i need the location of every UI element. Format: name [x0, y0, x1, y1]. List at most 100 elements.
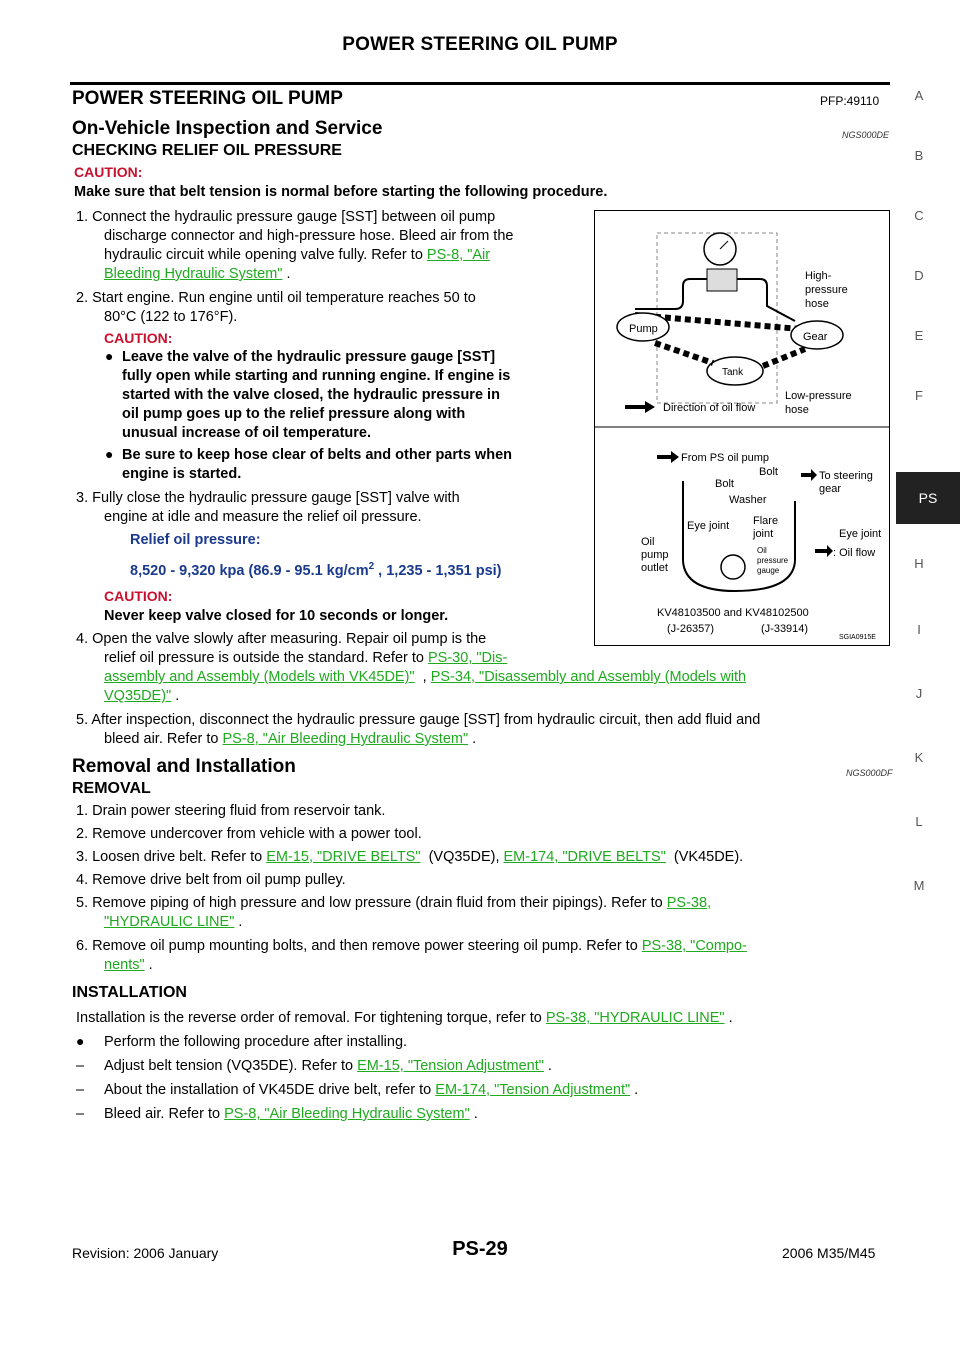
side-index-m[interactable]: M	[913, 878, 925, 893]
eye-joint-right-label: Eye joint	[839, 528, 881, 540]
installation-d3-link[interactable]: PS-8, "Air Bleeding Hydraulic System"	[224, 1106, 470, 1122]
installation-d1: Adjust belt tension (VQ35DE). Refer to E…	[104, 1058, 552, 1074]
direction-label: Direction of oil flow	[663, 402, 755, 414]
low-pressure-label-1: Low-pressure	[785, 390, 852, 402]
step1-line4: Bleeding Hydraulic System" .	[104, 266, 291, 282]
step4-line4: VQ35DE)" .	[104, 688, 180, 704]
removal-step2: 2. Remove undercover from vehicle with a…	[76, 826, 422, 842]
j1-label: (J-26357)	[667, 623, 714, 635]
arrow-icon	[625, 401, 655, 413]
installation-subtitle: INSTALLATION	[72, 984, 187, 1001]
tank-label: Tank	[722, 367, 744, 378]
j2-label: (J-33914)	[761, 623, 808, 635]
step4-line1: 4. Open the valve slowly after measuring…	[76, 631, 487, 647]
side-index-h[interactable]: H	[914, 556, 924, 571]
pump-shape	[616, 312, 670, 342]
flare-label-1: Flare	[753, 515, 778, 527]
installation-intro-link[interactable]: PS-38, "HYDRAULIC LINE"	[545, 1010, 725, 1026]
removal-step5: 5. Remove piping of high pressure and lo…	[76, 895, 712, 911]
removal-step3-link1[interactable]: EM-15, "DRIVE BELTS"	[266, 849, 421, 865]
dash-mark: –	[76, 1106, 85, 1122]
relief-label: Relief oil pressure:	[130, 532, 261, 548]
figure-box: Pump Gear Tank High- pressure hose Low-p…	[594, 210, 890, 646]
gauge-label-3: gauge	[757, 566, 780, 575]
side-index-e[interactable]: E	[914, 328, 924, 343]
side-index-ps-active[interactable]: PS	[896, 472, 960, 524]
caution2-b1-l5: unusual increase of oil temperature.	[122, 425, 371, 441]
step1-link[interactable]: PS-8, "Air	[426, 247, 491, 263]
oil-flow-label: : Oil flow	[833, 547, 875, 559]
side-index-b[interactable]: B	[914, 148, 924, 163]
removal-step6-link-cont[interactable]: nents"	[104, 957, 145, 973]
side-index-f[interactable]: F	[915, 388, 923, 403]
footer-revision: Revision: 2006 January	[72, 1245, 219, 1261]
removal-step3: 3. Loosen drive belt. Refer to EM-15, "D…	[76, 849, 744, 865]
removal-title: Removal and Installation	[72, 756, 296, 777]
removal-step5-link[interactable]: PS-38,	[666, 895, 712, 911]
step5-line2: bleed air. Refer to PS-8, "Air Bleeding …	[104, 731, 477, 747]
relief-value: 8,520 - 9,320 kpa (86.9 - 95.1 kg/cm2 , …	[130, 561, 502, 579]
step3-line2: engine at idle and measure the relief oi…	[104, 509, 422, 525]
step1-line3: hydraulic circuit while opening valve fu…	[104, 247, 491, 263]
caution2-label: CAUTION:	[104, 330, 173, 346]
side-index-i[interactable]: I	[917, 622, 921, 637]
to-steering-label-1: To steering	[819, 470, 873, 482]
inspection-subtitle: CHECKING RELIEF OIL PRESSURE	[72, 142, 342, 159]
removal-step6-cont: nents" .	[104, 957, 153, 973]
step4-link2-cont[interactable]: VQ35DE)"	[104, 688, 172, 704]
low-pressure-label-2: hose	[785, 404, 809, 416]
step4-link1[interactable]: PS-30, "Dis-	[428, 650, 508, 666]
removal-subtitle: REMOVAL	[72, 780, 151, 797]
caution2-b1-l4: oil pump goes up to the relief pressure …	[122, 406, 466, 422]
caution2-b1-l1: Leave the valve of the hydraulic pressur…	[122, 349, 496, 365]
arrow-icon	[657, 451, 679, 463]
step5-link[interactable]: PS-8, "Air Bleeding Hydraulic System"	[222, 731, 469, 747]
side-index-l[interactable]: L	[915, 814, 923, 829]
page-header-title: POWER STEERING OIL PUMP	[342, 34, 618, 55]
gear-label: Gear	[803, 331, 828, 343]
removal-step6-link[interactable]: PS-38, "Compo-	[641, 938, 747, 954]
tank-shape	[706, 356, 764, 386]
step1-line1: 1. Connect the hydraulic pressure gauge …	[76, 209, 496, 225]
figure-code: SGIA0915E	[839, 634, 876, 641]
installation-d2: About the installation of VK45DE drive b…	[104, 1082, 639, 1098]
arrow-icon	[801, 469, 817, 481]
caution3-label: CAUTION:	[104, 588, 173, 604]
side-index-d[interactable]: D	[914, 268, 924, 283]
to-steering-label-2: gear	[819, 483, 841, 495]
eye-joint-left-label: Eye joint	[687, 520, 729, 532]
footer-model: 2006 M35/M45	[782, 1245, 876, 1261]
section-code: PFP:49110	[820, 94, 880, 108]
pump-label: Pump	[629, 323, 658, 335]
side-index-c[interactable]: C	[914, 208, 924, 223]
dash-mark: –	[76, 1058, 85, 1074]
caution2-b2-l1: Be sure to keep hose clear of belts and …	[122, 447, 512, 463]
side-index-j[interactable]: J	[915, 686, 923, 701]
step4-link2[interactable]: PS-34, "Disassembly and Assembly (Models…	[430, 669, 747, 685]
installation-bullet: Perform the following procedure after in…	[104, 1034, 408, 1050]
installation-d3: Bleed air. Refer to PS-8, "Air Bleeding …	[104, 1106, 478, 1122]
from-pump-label: From PS oil pump	[681, 452, 769, 464]
step2-line2: 80°C (122 to 176°F).	[104, 309, 238, 325]
washer-label: Washer	[729, 494, 767, 506]
outlet-label-3: outlet	[641, 562, 668, 574]
section-title: POWER STEERING OIL PUMP	[72, 88, 343, 109]
step2-line1: 2. Start engine. Run engine until oil te…	[76, 290, 476, 306]
installation-d2-link[interactable]: EM-174, "Tension Adjustment"	[435, 1082, 631, 1098]
oil-gauge-icon	[720, 554, 746, 580]
side-index-k[interactable]: K	[914, 750, 924, 765]
removal-step3-link2[interactable]: EM-174, "DRIVE BELTS"	[503, 849, 666, 865]
step4-line3: assembly and Assembly (Models with VK45D…	[104, 669, 747, 685]
installation-d1-link[interactable]: EM-15, "Tension Adjustment"	[357, 1058, 544, 1074]
step4-link1-cont[interactable]: assembly and Assembly (Models with VK45D…	[104, 669, 415, 685]
gauge-label-1: Oil	[757, 546, 767, 555]
removal-step6: 6. Remove oil pump mounting bolts, and t…	[76, 938, 747, 954]
bolt-label-1: Bolt	[715, 478, 734, 490]
outlet-label-2: pump	[641, 549, 669, 561]
high-pressure-label-1: High-	[805, 270, 832, 282]
bullet-dot: ●	[105, 446, 114, 462]
removal-step5-link-cont[interactable]: "HYDRAULIC LINE"	[104, 914, 235, 930]
step1-link-cont[interactable]: Bleeding Hydraulic System"	[104, 266, 283, 282]
kv-label: KV48103500 and KV48102500	[657, 607, 809, 619]
side-index-a[interactable]: A	[914, 88, 924, 103]
